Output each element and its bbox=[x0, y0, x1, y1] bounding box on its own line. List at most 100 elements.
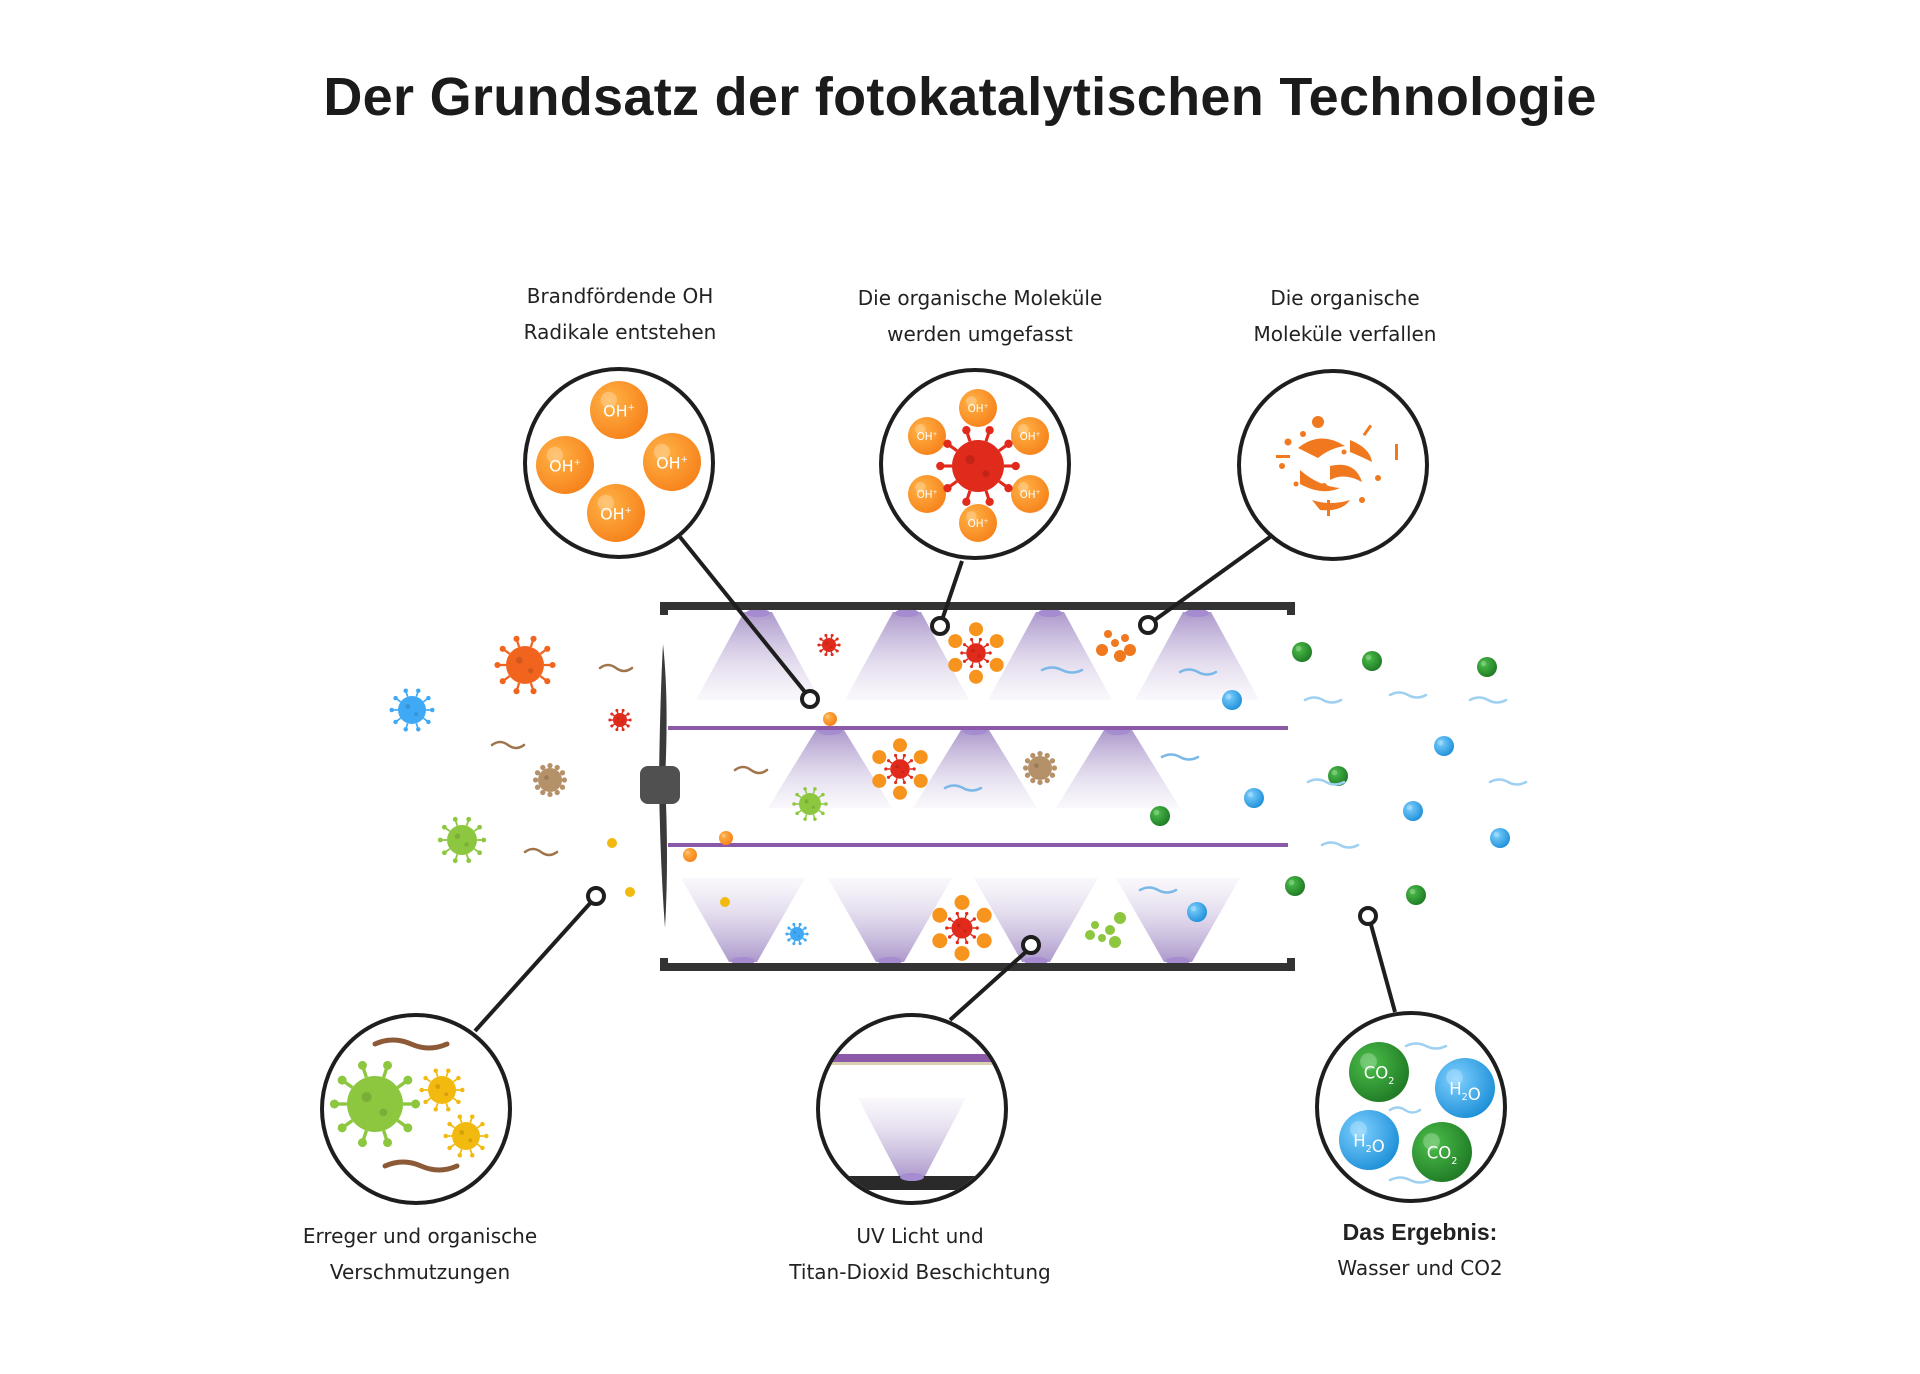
light-cone bbox=[696, 609, 820, 700]
decay-fragment bbox=[1098, 934, 1106, 942]
vapor-wave bbox=[1388, 1176, 1432, 1184]
oh-radical-icon: OH+ bbox=[587, 484, 645, 542]
fan-icon bbox=[640, 644, 680, 928]
result-heading: Das Ergebnis: bbox=[1342, 1219, 1498, 1245]
callout-molecules-decay bbox=[1237, 369, 1429, 561]
molecule-label: OH+ bbox=[656, 453, 688, 472]
callout-connectors bbox=[473, 535, 1397, 1033]
decay-fragment bbox=[1085, 930, 1095, 940]
dust-icon bbox=[532, 762, 568, 798]
water-molecule-icon bbox=[1187, 902, 1207, 922]
callout-oh-radicals: OH+ OH+ OH+ OH+ bbox=[523, 367, 715, 559]
oh-radical-icon: OH+ bbox=[959, 504, 997, 542]
spore-icon bbox=[419, 1068, 465, 1112]
connector-oh bbox=[678, 535, 811, 699]
light-cone bbox=[768, 727, 892, 808]
water-molecule-icon bbox=[1244, 788, 1264, 808]
virus-icon bbox=[792, 787, 828, 821]
connector-decay bbox=[1150, 535, 1272, 624]
vapor-wave bbox=[1306, 778, 1346, 786]
label-result: Das Ergebnis: Wasser und CO2 bbox=[1300, 1214, 1540, 1286]
vapor-wave bbox=[1388, 691, 1428, 699]
connector-uv bbox=[948, 948, 1030, 1022]
molecule-label: CO2 bbox=[1364, 1064, 1395, 1087]
molecule-label: OH+ bbox=[917, 489, 938, 501]
decay-fragment bbox=[1121, 634, 1129, 642]
light-cone bbox=[681, 878, 805, 965]
vapor-wave bbox=[1404, 1042, 1448, 1050]
water-molecule-icon bbox=[1490, 828, 1510, 848]
spore-icon bbox=[443, 1114, 489, 1158]
chamber-frame bbox=[660, 602, 1295, 971]
oh-radical-icon bbox=[719, 831, 733, 845]
connector-dot-oh bbox=[800, 689, 820, 709]
connector-dot-decay bbox=[1138, 615, 1158, 635]
callout-pathogens bbox=[320, 1013, 512, 1205]
water-molecule-icon bbox=[1403, 801, 1423, 821]
virus-icon bbox=[884, 753, 916, 785]
decay-fragment bbox=[1114, 650, 1126, 662]
decay-fragment bbox=[1114, 912, 1126, 924]
oh-radical-icon: OH+ bbox=[643, 433, 701, 491]
co2-molecule-icon bbox=[1150, 806, 1170, 826]
molecule-label: OH+ bbox=[549, 456, 581, 475]
decay-fragment bbox=[1091, 921, 1099, 929]
organic-fiber-icon bbox=[490, 740, 526, 750]
molecule-label: H2O bbox=[1353, 1132, 1385, 1156]
oh-radical-icon: OH+ bbox=[1011, 475, 1049, 513]
callout-molecules-surrounded: OH+ OH+ OH+ OH+ OH+ OH+ bbox=[879, 368, 1071, 560]
water-molecule-icon: H2O bbox=[1435, 1058, 1495, 1118]
oh-radical-icon: OH+ bbox=[1011, 417, 1049, 455]
molecule-label: OH+ bbox=[968, 403, 989, 415]
organic-fiber-icon bbox=[733, 765, 769, 775]
vapor-wave bbox=[943, 784, 983, 792]
oh-radical-icon: OH+ bbox=[536, 436, 594, 494]
virus-icon bbox=[960, 637, 992, 669]
molecule-label: OH+ bbox=[917, 431, 938, 443]
co2-molecule-icon bbox=[1328, 766, 1348, 786]
decay-fragment bbox=[1124, 644, 1136, 656]
connector-result bbox=[1368, 920, 1397, 1013]
water-molecule-icon: H2O bbox=[1339, 1110, 1399, 1170]
vapor-wave bbox=[1488, 778, 1528, 786]
decay-fragment bbox=[1111, 639, 1119, 647]
virus-icon bbox=[437, 816, 487, 864]
page-title: Der Grundsatz der fotokatalytischen Tech… bbox=[323, 67, 1597, 127]
connector-dot-result bbox=[1358, 906, 1378, 926]
water-molecule-icon bbox=[1434, 736, 1454, 756]
oh-radical-icon: OH+ bbox=[590, 381, 648, 439]
surrounded-molecule bbox=[872, 738, 928, 800]
co2-molecule-icon bbox=[1362, 651, 1382, 671]
spore-icon bbox=[625, 887, 635, 897]
vapor-wave bbox=[1040, 666, 1084, 674]
vapor-wave bbox=[1388, 1106, 1422, 1114]
co2-molecule-icon: CO2 bbox=[1349, 1042, 1409, 1102]
molecule-label: H2O bbox=[1449, 1080, 1481, 1104]
virus-icon bbox=[608, 708, 632, 732]
spore-icon bbox=[607, 838, 617, 848]
organic-fiber-icon bbox=[372, 1037, 450, 1051]
oh-radical-icon bbox=[683, 848, 697, 862]
light-cones bbox=[681, 609, 1259, 965]
surrounded-molecule bbox=[932, 895, 992, 961]
light-cone bbox=[1116, 878, 1240, 965]
virus-icon bbox=[945, 911, 979, 945]
virus-icon bbox=[389, 688, 435, 732]
organic-fiber-icon bbox=[382, 1159, 460, 1173]
oh-radical-icon: OH+ bbox=[959, 389, 997, 427]
molecule-label: OH+ bbox=[603, 401, 635, 420]
light-cone bbox=[1056, 727, 1180, 808]
particles bbox=[389, 622, 1528, 961]
surrounded-molecule bbox=[948, 622, 1004, 684]
molecule-label: OH+ bbox=[1020, 489, 1041, 501]
molecule-label: OH+ bbox=[600, 504, 632, 523]
co2-molecule-icon bbox=[1477, 657, 1497, 677]
virus-icon bbox=[817, 633, 841, 657]
co2-molecule-icon bbox=[1285, 876, 1305, 896]
